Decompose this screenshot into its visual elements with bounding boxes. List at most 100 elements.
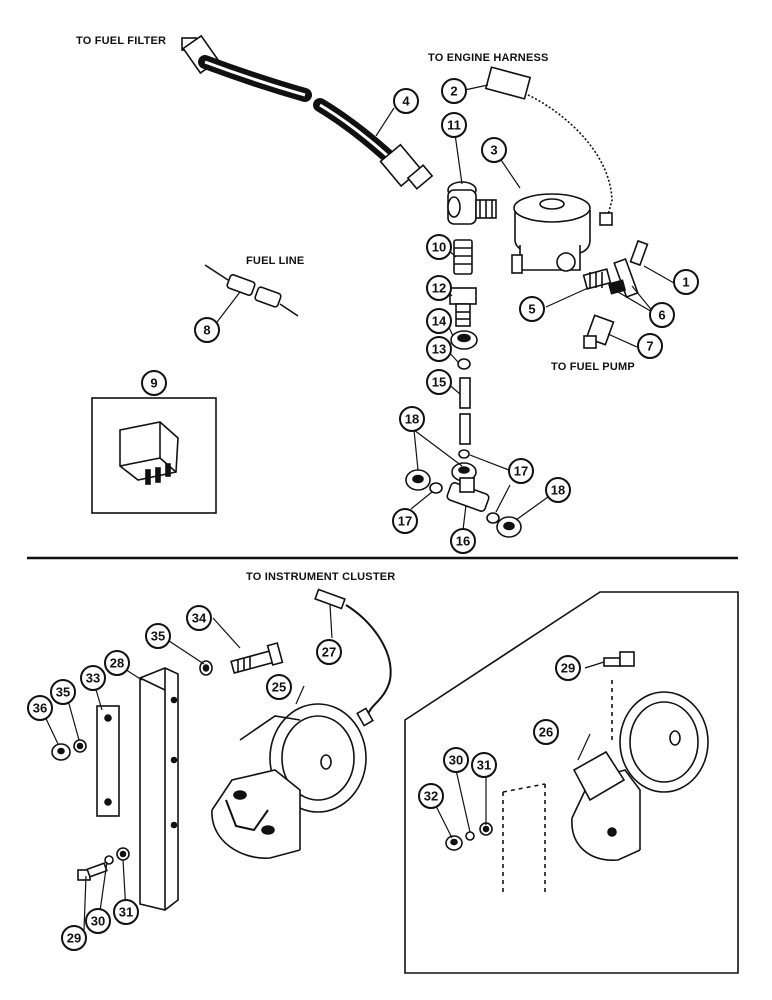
callout-number: 5	[528, 302, 535, 317]
callout-number: 13	[432, 342, 446, 357]
callout-14: 14	[426, 308, 452, 334]
fitting-7	[583, 314, 615, 349]
callout-number: 1	[682, 275, 689, 290]
pump-26	[571, 691, 709, 861]
label-fuel-line: FUEL LINE	[246, 255, 305, 267]
callout-number: 32	[424, 789, 438, 804]
washer-35-left	[73, 739, 87, 753]
bolt-1	[613, 239, 649, 298]
callout-9: 9	[141, 370, 167, 396]
fuel-hose	[181, 34, 434, 190]
callout-number: 16	[456, 534, 470, 549]
callout-number: 30	[91, 914, 105, 929]
adapter-10	[453, 239, 473, 275]
callout-31: 31	[113, 899, 139, 925]
callout-8: 8	[194, 317, 220, 343]
callout-number: 12	[432, 281, 446, 296]
bolt-34	[230, 642, 284, 674]
callout-number: 26	[539, 725, 553, 740]
callout-11: 11	[441, 112, 467, 138]
washer-35-top	[199, 660, 213, 676]
callout-number: 29	[561, 661, 575, 676]
inset-frame	[404, 591, 739, 974]
callout-number: 18	[405, 412, 419, 427]
callout-17: 17	[392, 508, 418, 534]
callout-number: 36	[33, 701, 47, 716]
callout-number: 15	[432, 375, 446, 390]
callout-number: 10	[432, 240, 446, 255]
callout-number: 11	[447, 118, 461, 133]
fuel-line-assembly	[204, 264, 299, 317]
nut-18-left	[405, 469, 431, 491]
callout-36: 36	[27, 695, 53, 721]
callout-3: 3	[481, 137, 507, 163]
callout-number: 14	[432, 314, 447, 329]
fitting-5	[582, 268, 612, 290]
callout-number: 35	[151, 629, 165, 644]
nut-18-right	[496, 516, 522, 538]
callout-number: 4	[402, 94, 410, 109]
callout-number: 18	[551, 483, 565, 498]
callout-12: 12	[426, 275, 452, 301]
callout-26: 26	[533, 719, 559, 745]
callout-number: 31	[119, 905, 133, 920]
callout-number: 6	[658, 308, 665, 323]
plate-33	[96, 705, 120, 817]
callout-number: 25	[272, 680, 286, 695]
callout-25: 25	[266, 674, 292, 700]
callout-16: 16	[450, 528, 476, 554]
callout-number: 29	[67, 931, 81, 946]
callout-32: 32	[418, 783, 444, 809]
label-to-fuel-filter: TO FUEL FILTER	[76, 35, 167, 47]
relay	[119, 421, 179, 485]
label-to-instrument-cluster: TO INSTRUMENT CLUSTER	[246, 571, 396, 583]
callout-number: 30	[449, 753, 463, 768]
callout-29: 29	[61, 925, 87, 951]
callout-34: 34	[186, 605, 212, 631]
callout-35: 35	[145, 623, 171, 649]
callout-number: 35	[56, 685, 70, 700]
nut-36	[51, 743, 71, 761]
callout-29: 29	[555, 655, 581, 681]
callout-1: 1	[673, 269, 699, 295]
tube-15	[459, 377, 471, 445]
washer-30-inset	[465, 831, 475, 841]
callout-31: 31	[471, 752, 497, 778]
callout-13: 13	[426, 336, 452, 362]
callout-5: 5	[519, 296, 545, 322]
bolt-29-inset	[603, 651, 635, 667]
callout-30: 30	[443, 747, 469, 773]
callout-number: 7	[646, 339, 653, 354]
cable-27	[314, 588, 392, 727]
tee-fitting	[446, 477, 490, 512]
washer-6	[607, 279, 627, 295]
inset-bracket	[502, 680, 613, 892]
elbow-fitting	[447, 181, 497, 225]
callout-27: 27	[316, 639, 342, 665]
callout-30: 30	[85, 908, 111, 934]
callout-28: 28	[104, 650, 130, 676]
callout-number: 3	[490, 143, 497, 158]
sleeve-13	[457, 358, 471, 370]
callout-15: 15	[426, 369, 452, 395]
callout-2: 2	[441, 78, 467, 104]
connector-12	[449, 287, 477, 327]
callout-18: 18	[545, 477, 571, 503]
callout-7: 7	[637, 333, 663, 359]
callout-number: 33	[86, 671, 100, 686]
callout-number: 8	[203, 323, 210, 338]
callout-number: 9	[150, 376, 157, 391]
callout-18: 18	[399, 406, 425, 432]
pump-25	[211, 703, 367, 859]
harness-wire	[484, 66, 613, 226]
callout-17: 17	[508, 458, 534, 484]
callout-number: 2	[450, 84, 457, 99]
solenoid	[511, 193, 591, 274]
nut-14	[450, 330, 478, 350]
callout-6: 6	[649, 302, 675, 328]
callout-number: 28	[110, 656, 124, 671]
callout-number: 17	[514, 464, 528, 479]
nut-32	[445, 835, 463, 851]
